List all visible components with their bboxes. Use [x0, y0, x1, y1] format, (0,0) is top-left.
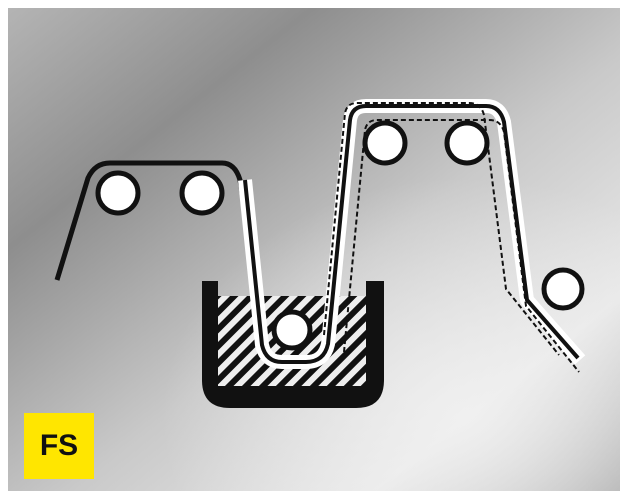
roller-top-2 — [447, 123, 487, 163]
roller-top-1 — [365, 123, 405, 163]
roller-left-1 — [98, 173, 138, 213]
roller-bath — [274, 312, 310, 348]
brand-badge: FS — [24, 413, 94, 479]
badge-label: FS — [40, 429, 78, 463]
roller-left-2 — [182, 173, 222, 213]
roller-right — [544, 270, 582, 308]
